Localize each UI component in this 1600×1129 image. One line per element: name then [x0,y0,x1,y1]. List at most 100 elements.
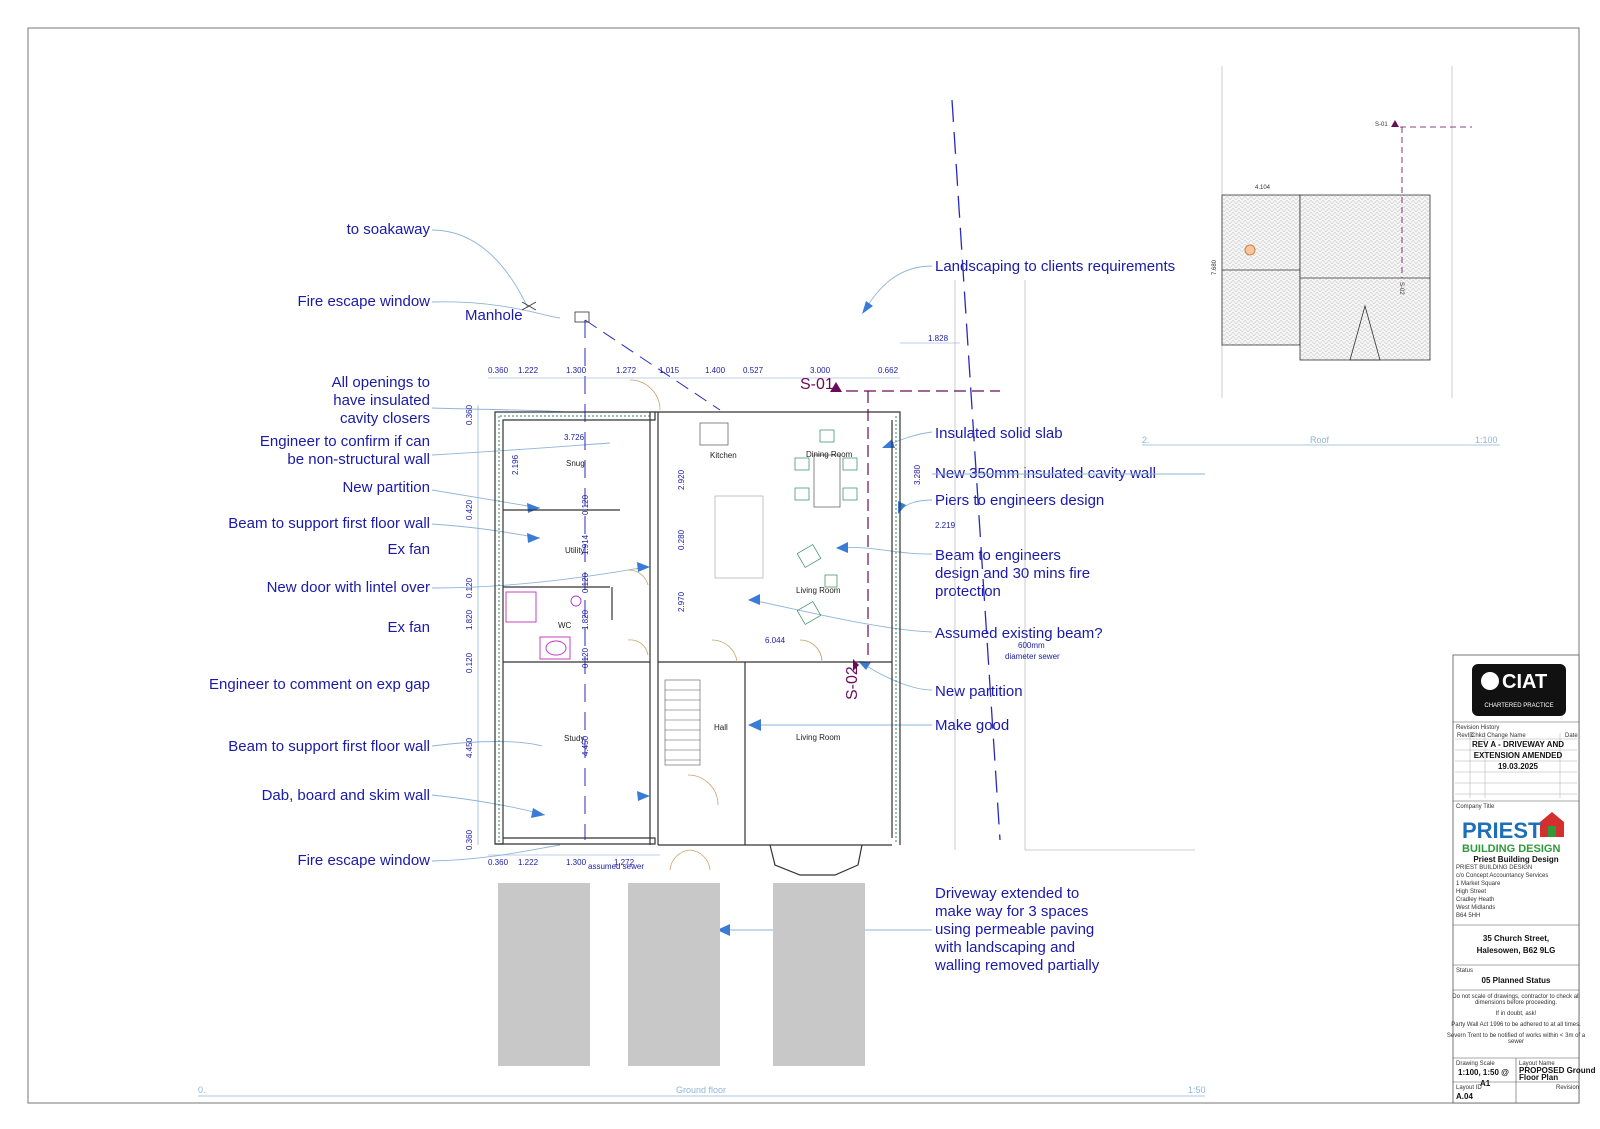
priest-logo-text: PRIEST [1462,818,1542,843]
note-driveway-line2: make way for 3 spaces [935,903,1088,920]
layout-name-1: PROPOSED Ground [1519,1066,1596,1075]
section-s01: S-01 [800,376,834,393]
disclaimer-1: Do not scale of drawings, contractor to … [1452,994,1579,1000]
dim-top-1: 0.360 [488,366,509,375]
layout-id-label: Layout ID [1456,1085,1482,1091]
dim-bottom-1: 0.360 [488,858,509,867]
roof-view-number: 2. [1142,435,1150,445]
roof-view-scale: 1:100 [1475,435,1498,445]
dim-left-4: 0.120 [465,652,474,673]
layout-name-label: Layout Name [1519,1061,1555,1067]
sewer-label: diameter sewer [1005,652,1060,661]
dim-3280: 3.280 [913,464,922,485]
address-line-4: High Street [1456,889,1486,895]
note-piers: Piers to engineers design [935,492,1104,509]
roof-dim-top: 4.104 [1255,185,1271,191]
ciat-chartered: CHARTERED PRACTICE [1484,703,1553,709]
ciat-logo-text: CIAT [1502,671,1547,693]
dim-top-7: 0.527 [743,366,764,375]
dim-3726: 3.726 [564,433,585,442]
dining-chairs [794,429,858,501]
note-ex-fan-2: Ex fan [387,619,430,636]
dim-top-5: 1.015 [659,366,680,375]
revision-date: 19.03.2025 [1498,762,1539,771]
room-living-1: Living Room [796,586,841,595]
note-make-good: Make good [935,717,1009,734]
dim-top-2: 1.222 [518,366,539,375]
ground-view-scale: 1:50 [1188,1085,1206,1095]
note-new-partition-left: New partition [342,479,430,496]
note-beam-engineers-line3: protection [935,583,1001,600]
note-ex-fan-1: Ex fan [387,541,430,558]
address-line-2: c/o Concept Accountancy Services [1456,873,1548,879]
dim-0120-b: 0.120 [581,572,590,593]
dim-6044: 6.044 [765,636,786,645]
parking-bay-2 [628,883,720,1066]
company-name: Priest Building Design [1473,855,1558,864]
ground-view-number: 0. [198,1085,206,1095]
revision-line-2: EXTENSION AMENDED [1474,751,1563,760]
kitchen-island [714,495,764,579]
staircase [664,679,701,766]
status-label: Status [1456,968,1473,974]
dining-table [813,454,841,508]
note-openings-line1: All openings to [332,374,430,391]
dim-left-6: 0.360 [465,829,474,850]
note-fire-escape-window-bottom: Fire escape window [297,852,430,869]
revision-label: Revision [1556,1085,1579,1091]
revision-line-1: REV A - DRIVEWAY AND [1472,740,1564,749]
room-wc: WC [558,621,572,630]
dim-top-9: 0.662 [878,366,899,375]
layout-name-2: Floor Plan [1519,1073,1558,1082]
priest-logo-sub: BUILDING DESIGN [1462,843,1560,855]
note-engineer-confirm-line1: Engineer to confirm if can [260,433,430,450]
note-cavity-wall: New 350mm insulated cavity wall [935,465,1156,482]
rev-col-id: RevID [1457,733,1474,739]
note-dab-board-skim: Dab, board and skim wall [262,787,430,804]
dim-top-8: 3.000 [810,366,831,375]
revision-history-label: Revision History [1456,725,1499,731]
dim-2196: 2.196 [511,454,520,475]
room-hall: Hall [714,723,728,732]
room-utility: Utility [565,546,585,555]
note-manhole: Manhole [465,307,523,324]
dim-bottom-2: 1.222 [518,858,539,867]
note-exp-gap: Engineer to comment on exp gap [209,676,430,693]
address-line-7: B64 5HH [1456,913,1480,919]
dim-1828: 1.828 [928,334,949,343]
dim-left-3: 1.820 [465,609,474,630]
roof-view-label: 2. Roof 1:100 [1142,435,1500,446]
ground-floor-plan: Snug Kitchen Dining Room Utility Living … [494,379,901,876]
roof-section-s02: S-02 [1398,282,1404,295]
room-kitchen: Kitchen [710,451,737,460]
dim-top-6: 1.400 [705,366,726,375]
company-title-label: Company Title [1456,804,1495,810]
dim-top-4: 1.272 [616,366,637,375]
layout-id: A.04 [1456,1092,1473,1101]
room-living-2: Living Room [796,733,841,742]
site-address-line-2: Halesowen, B62 9LG [1477,946,1556,955]
ground-view-name: Ground floor [676,1085,726,1095]
wc-fittings [505,591,582,660]
sewer-size: 600mm [1018,641,1045,650]
dimensions: 0.360 1.222 1.300 1.272 1.015 1.400 0.52… [465,334,1060,871]
manhole-symbol [521,301,590,323]
dim-0120-c: 0.120 [581,647,590,668]
note-beam-support-2: Beam to support first floor wall [228,738,430,755]
note-beam-support-1: Beam to support first floor wall [228,515,430,532]
dim-4450: 4.450 [581,735,590,756]
note-driveway-line5: walling removed partially [934,957,1100,974]
note-engineer-confirm-line2: be non-structural wall [287,451,430,468]
note-assumed-beam: Assumed existing beam? [935,625,1103,642]
disclaimer-2: dimensions before proceeding. [1475,1000,1557,1006]
disclaimer-5: Severn Trent to be notified of works wit… [1447,1033,1586,1039]
dim-left-0420: 0.420 [465,499,474,520]
rev-col-name: Change Name [1487,733,1526,739]
sheet-border [27,27,1580,1104]
parking-bay-3 [773,883,865,1066]
roof-section-s01: S-01 [1375,122,1388,128]
ground-floor-view-label: 0. Ground floor 1:50 [198,1085,1206,1097]
note-openings-line3: cavity closers [340,410,430,427]
note-fire-escape-window-top: Fire escape window [297,293,430,310]
